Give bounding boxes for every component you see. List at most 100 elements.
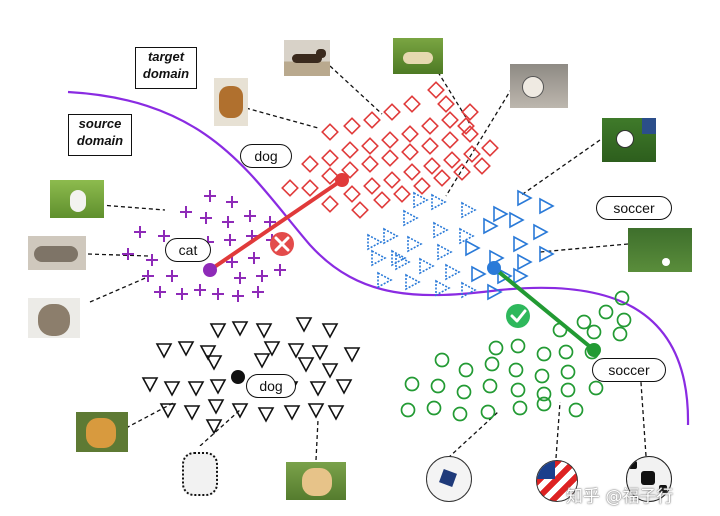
- source-dog-mark: [297, 357, 315, 373]
- target-dog-mark: [321, 167, 339, 185]
- target-soccer-mark: [377, 271, 393, 289]
- source-soccer-mark: [568, 402, 584, 418]
- source-cat-mark: [194, 284, 206, 296]
- target-soccer-mark: [391, 249, 407, 267]
- target-dog-mark: [301, 179, 319, 197]
- target-dog-mark: [321, 149, 339, 167]
- source-soccer-mark: [488, 340, 504, 356]
- target-dog-mark: [461, 125, 479, 143]
- source-cat-mark: [212, 288, 224, 300]
- target-dog-mark: [321, 195, 339, 213]
- source-domain-line2: domain: [76, 133, 124, 148]
- source-domain-label: source domain: [68, 114, 132, 156]
- target-dog-mark: [393, 185, 411, 203]
- source-soccer-mark: [558, 344, 574, 360]
- cross-icon-mark: [274, 236, 290, 252]
- target-soccer-mark: [471, 265, 487, 283]
- target-dog-mark: [383, 171, 401, 189]
- target-dog-mark: [433, 169, 451, 187]
- target-dog-mark: [453, 163, 471, 181]
- target-soccer-mark: [509, 211, 525, 229]
- photo-cat-grass: [50, 180, 104, 218]
- target-dog-mark: [343, 117, 361, 135]
- source-soccer-mark: [536, 386, 552, 402]
- source-soccer-mark: [508, 362, 524, 378]
- label-target-soccer: soccer: [596, 196, 672, 220]
- photo-soccer-field: [628, 228, 692, 272]
- target-dog-mark: [403, 163, 421, 181]
- target-soccer-mark: [383, 227, 399, 245]
- source-cat-mark: [256, 270, 268, 282]
- cross-icon: [270, 232, 294, 256]
- photo-dog-brown: [214, 78, 248, 126]
- target-soccer-mark: [435, 279, 451, 297]
- source-dog-mark: [257, 407, 275, 423]
- target-soccer-mark: [539, 245, 555, 263]
- source-cat-mark: [200, 212, 212, 224]
- source-soccer-mark: [400, 402, 416, 418]
- source-dog-mark: [207, 399, 225, 415]
- thumbnail-connector: [445, 87, 513, 197]
- target-soccer-mark: [487, 283, 503, 301]
- source-soccer-mark: [434, 352, 450, 368]
- thumbnail-connector: [519, 139, 601, 197]
- source-cat-mark: [222, 216, 234, 228]
- target-dog-mark: [383, 103, 401, 121]
- thumbnail-connector: [125, 401, 176, 429]
- source-cat-mark: [154, 286, 166, 298]
- checkmark-icon: [506, 304, 530, 328]
- source-dog-mark: [287, 343, 305, 359]
- source-cat-mark: [224, 234, 236, 246]
- target-dog-mark: [361, 155, 379, 173]
- photo-ball-classic: [626, 456, 672, 502]
- source-dog-mark: [327, 405, 345, 421]
- source-dog-mark: [321, 323, 339, 339]
- target-dog-mark: [457, 117, 475, 135]
- watermark-text: 知乎 @福子行: [566, 487, 674, 507]
- source-soccer-mark: [614, 290, 630, 306]
- target-dog-mark: [381, 149, 399, 167]
- source-cat-mark: [166, 270, 178, 282]
- photo-cat-tabby: [28, 298, 80, 338]
- thumbnail-connector: [555, 401, 561, 459]
- target-dog-mark: [341, 141, 359, 159]
- source-cat-mark: [234, 272, 246, 284]
- source-soccer-mark: [512, 400, 528, 416]
- source-dog-mark: [295, 317, 313, 333]
- target-soccer-mark: [405, 273, 421, 291]
- checkmark-icon-mark: [510, 309, 527, 323]
- target-soccer-mark: [431, 193, 447, 211]
- source-cat-mark: [232, 290, 244, 302]
- source-dog-mark: [159, 403, 177, 419]
- target-soccer-mark: [407, 235, 423, 253]
- source-cat-mark: [180, 206, 192, 218]
- photo-puppy-lab: [286, 462, 346, 500]
- source-soccer-mark: [452, 406, 468, 422]
- target-dog-mark: [363, 177, 381, 195]
- target-domain-line1: target: [147, 49, 185, 64]
- source-soccer-mark: [510, 382, 526, 398]
- source-soccer-mark: [616, 312, 632, 328]
- source-soccer-mark: [482, 378, 498, 394]
- thumbnail-connector: [245, 107, 319, 129]
- thumbnail-connector: [329, 65, 383, 115]
- target-soccer-mark: [517, 253, 533, 271]
- source-dog-mark: [253, 353, 271, 369]
- source-soccer-mark: [484, 356, 500, 372]
- source-dog-mark: [183, 405, 201, 421]
- source-cat-mark: [264, 216, 276, 228]
- source-soccer-mark: [560, 364, 576, 380]
- thumbnail-connector: [99, 204, 166, 211]
- target-dog-mark: [343, 185, 361, 203]
- target-domain-line2: domain: [142, 66, 190, 81]
- center-source-cat: [203, 263, 217, 277]
- thumbnail-connector: [89, 275, 151, 303]
- source-soccer-mark: [536, 396, 552, 412]
- target-dog-mark: [403, 95, 421, 113]
- photo-ball-grass: [602, 118, 656, 162]
- target-soccer-mark: [539, 197, 555, 215]
- target-dog-mark: [321, 123, 339, 141]
- source-dog-mark: [311, 345, 329, 361]
- source-dog-mark: [199, 345, 217, 361]
